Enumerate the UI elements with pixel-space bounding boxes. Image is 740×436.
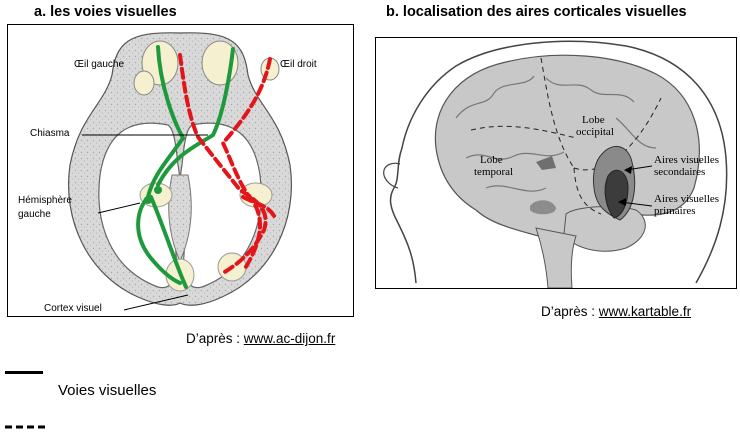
cerebellum bbox=[563, 206, 646, 252]
credit-link-ac-dijon[interactable]: www.ac-dijon.fr bbox=[243, 331, 336, 346]
visual-pathways-diagram bbox=[68, 32, 292, 311]
label-hemisphere-line1: Hémisphère bbox=[18, 195, 72, 206]
label-temporal-line2: temporal bbox=[474, 166, 514, 178]
lobe-boundaries bbox=[470, 57, 662, 215]
label-secondary-line2: secondaires bbox=[654, 166, 706, 178]
label-right-eye: Œil droit bbox=[280, 59, 317, 70]
credit-link-kartable[interactable]: www.kartable.fr bbox=[598, 304, 692, 319]
left-hemisphere bbox=[98, 122, 181, 289]
label-left-eye: Œil gauche bbox=[74, 59, 125, 70]
red-pathways bbox=[178, 53, 278, 275]
label-primary-line1: Aires visuelles bbox=[654, 193, 720, 205]
panel-b-frame: Lobe occipital Lobe temporal Aires visue… bbox=[375, 37, 737, 289]
label-temporal-line1: Lobe bbox=[480, 154, 503, 166]
panel-b-title: b. localisation des aires corticales vis… bbox=[386, 4, 687, 20]
label-primary-line2: primaires bbox=[654, 205, 696, 217]
label-secondary-line1: Aires visuelles bbox=[654, 154, 720, 166]
label-occipital-line2: occipital bbox=[576, 126, 614, 138]
brainstem bbox=[535, 227, 577, 288]
legend-solid-label: Voies visuelles bbox=[58, 382, 157, 399]
small-area-2 bbox=[530, 200, 556, 215]
gyri bbox=[455, 75, 657, 192]
label-visual-cortex: Cortex visuel bbox=[44, 303, 102, 314]
label-occipital-line1: Lobe bbox=[582, 114, 605, 126]
label-hemisphere-line2: gauche bbox=[18, 209, 51, 220]
panel-b-credit: D’après : www.kartable.fr bbox=[541, 304, 691, 319]
primary-visual-area bbox=[604, 169, 629, 219]
label-chiasma: Chiasma bbox=[30, 128, 70, 139]
panel-a-frame: Œil gauche Œil droit Chiasma Hémisphère … bbox=[7, 24, 354, 317]
panel-a-title: a. les voies visuelles bbox=[34, 4, 177, 20]
left-eye bbox=[133, 70, 155, 96]
credit-prefix: D’après : bbox=[541, 304, 599, 319]
right-hemisphere bbox=[179, 122, 262, 289]
legend-solid-line bbox=[5, 371, 43, 374]
legend-dashed-line bbox=[5, 425, 47, 429]
panel-a-credit: D’après : www.ac-dijon.fr bbox=[186, 331, 335, 346]
credit-prefix: D’après : bbox=[186, 331, 244, 346]
cortical-areas-diagram bbox=[383, 40, 728, 288]
small-area-1 bbox=[536, 156, 556, 170]
